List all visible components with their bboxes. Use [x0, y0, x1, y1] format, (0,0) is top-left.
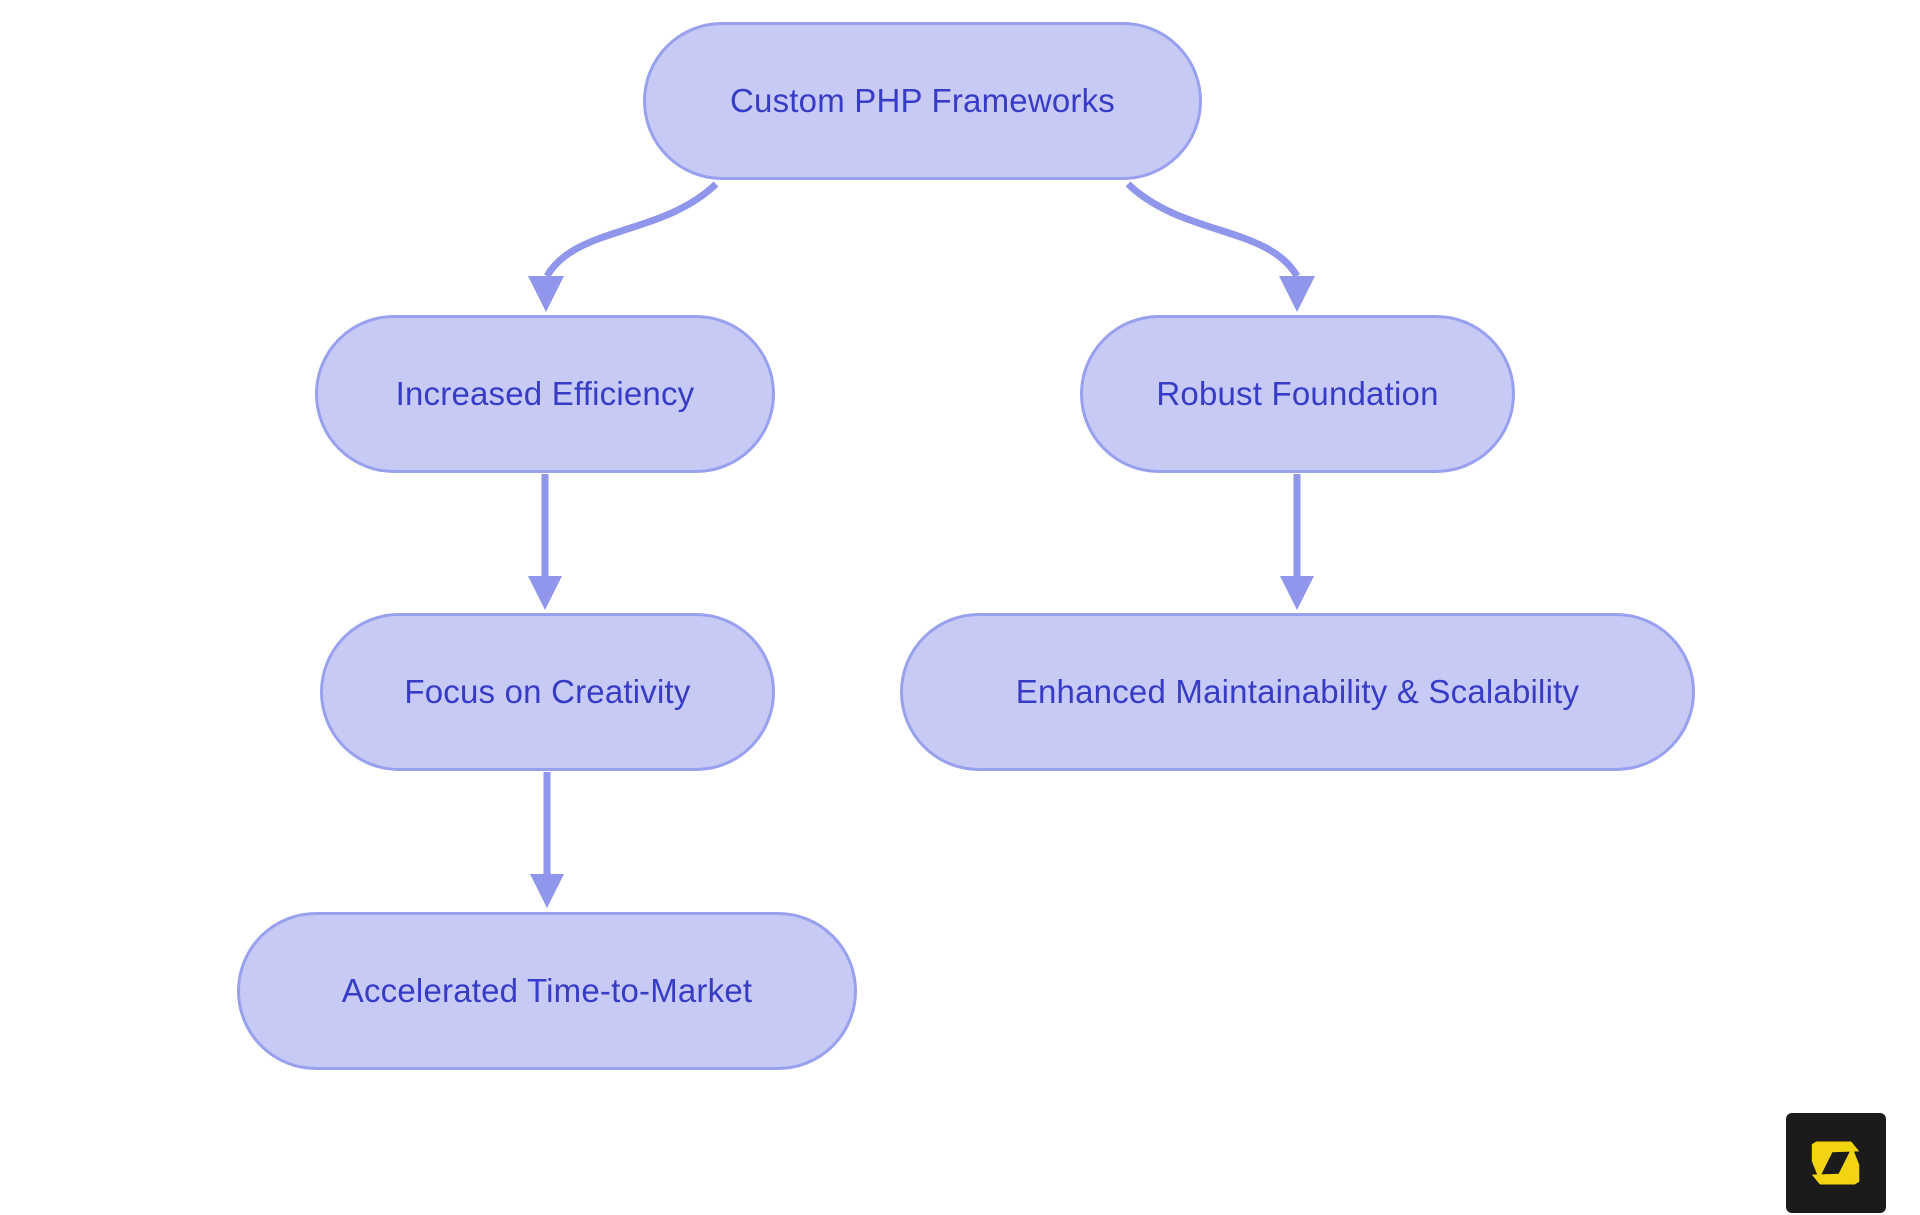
node-label: Focus on Creativity: [404, 673, 691, 710]
arrowhead-icon: [530, 874, 564, 908]
arrowhead-icon: [1280, 576, 1314, 610]
node-label: Robust Foundation: [1156, 375, 1439, 412]
edge-robust-to-maintainability: [1280, 474, 1314, 610]
node-enhanced-maintainability-scalability: Enhanced Maintainability & Scalability: [900, 613, 1695, 771]
edge-creativity-to-ttm: [530, 772, 564, 908]
arrowhead-icon: [528, 276, 564, 312]
node-robust-foundation: Robust Foundation: [1080, 315, 1515, 473]
node-focus-on-creativity: Focus on Creativity: [320, 613, 775, 771]
node-increased-efficiency: Increased Efficiency: [315, 315, 775, 473]
node-label: Increased Efficiency: [395, 375, 695, 412]
edge-root-to-efficiency: [528, 181, 719, 312]
brand-logo: [1786, 1113, 1886, 1213]
node-label: Accelerated Time-to-Market: [341, 972, 753, 1009]
edge-efficiency-to-creativity: [528, 474, 562, 610]
edge-root-to-robust: [1125, 181, 1315, 312]
node-custom-php-frameworks: Custom PHP Frameworks: [643, 22, 1202, 180]
node-label: Enhanced Maintainability & Scalability: [1015, 673, 1580, 710]
node-label: Custom PHP Frameworks: [729, 82, 1115, 119]
arrowhead-icon: [528, 576, 562, 610]
stylized-s-icon: [1811, 1141, 1860, 1185]
arrowhead-icon: [1279, 276, 1315, 312]
node-accelerated-time-to-market: Accelerated Time-to-Market: [237, 912, 857, 1070]
